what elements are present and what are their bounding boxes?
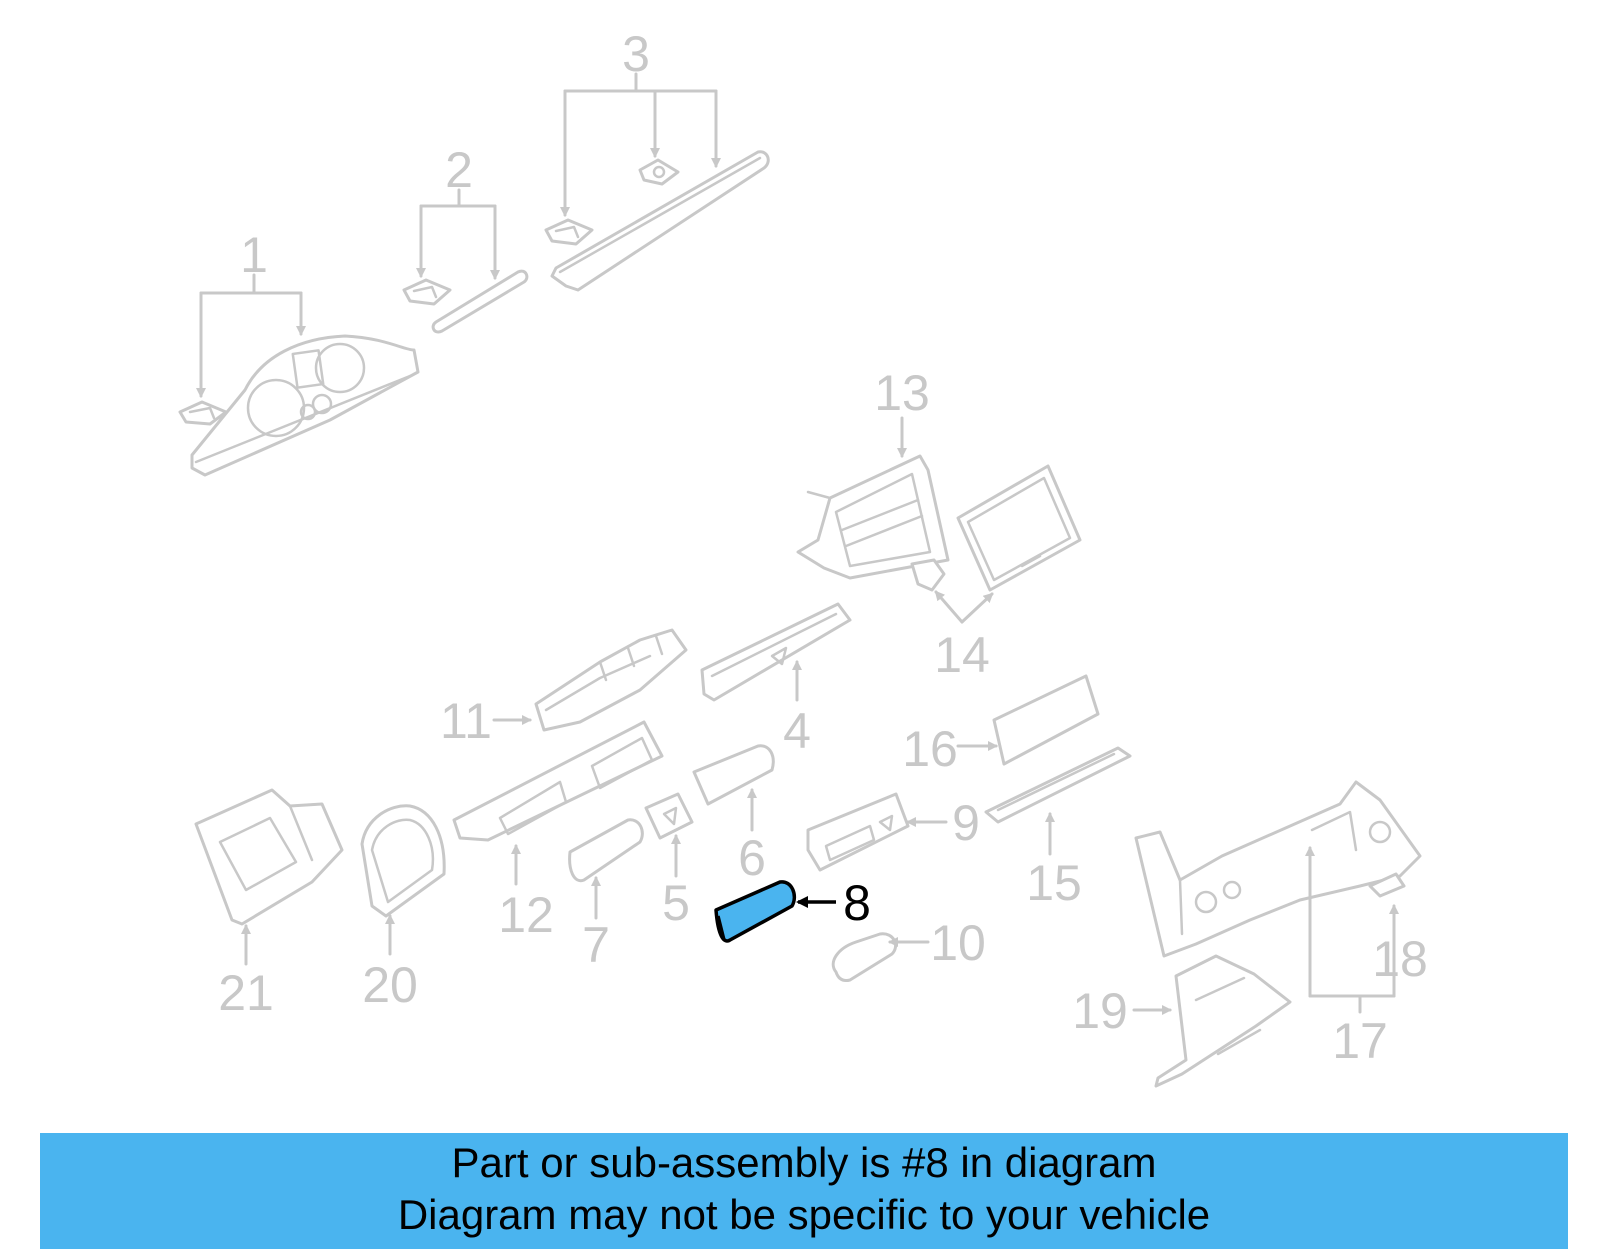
part-12-console-trim [452, 720, 664, 842]
callout-1-leader [196, 273, 306, 398]
callout-label-10: 10 [930, 915, 986, 971]
info-banner: Part or sub-assembly is #8 in diagram Di… [40, 1133, 1568, 1249]
part-17-lower-dash [1134, 780, 1422, 958]
callout-label-1: 1 [240, 227, 268, 283]
callout-label-21: 21 [218, 965, 274, 1021]
part-13-vent-housing [796, 454, 950, 580]
part-2-trim-strip [402, 269, 529, 334]
callout-label-12: 12 [498, 887, 554, 943]
callout-label-4: 4 [783, 703, 811, 759]
callout-label-5: 5 [662, 875, 690, 931]
part-8-highlighted [714, 880, 797, 943]
callout-label-18: 18 [1372, 931, 1428, 987]
parts-diagram: 1 2 3 4 5 6 7 8 9 10 11 12 13 14 15 16 1… [178, 26, 1428, 1088]
part-5-hazard-switch [644, 792, 694, 840]
part-16-panel [992, 674, 1100, 766]
callout-label-11: 11 [440, 693, 492, 749]
callout-14-leader [934, 590, 994, 624]
part-11-bracket [534, 628, 688, 732]
callout-label-8: 8 [843, 875, 871, 931]
callout-label-19: 19 [1072, 983, 1128, 1039]
part-9-switch-bezel [806, 792, 910, 872]
part-6-cover [692, 744, 775, 806]
part-19-glove-box [1154, 954, 1292, 1088]
banner-line-disclaimer: Diagram may not be specific to your vehi… [397, 1191, 1211, 1238]
callout-label-16: 16 [902, 721, 958, 777]
part-18-bracket [1368, 872, 1406, 898]
banner-line-part: Part or sub-assembly is #8 in diagram [451, 1139, 1157, 1186]
callout-label-9: 9 [952, 795, 980, 851]
callout-label-6: 6 [738, 830, 766, 886]
callout-label-3: 3 [622, 26, 650, 82]
callout-17-leader [1305, 846, 1399, 1014]
callout-2-leader [416, 188, 500, 280]
callout-label-17: 17 [1332, 1013, 1388, 1069]
part-14-display-screen [910, 464, 1082, 592]
part-10-oval-button [831, 932, 897, 982]
part-21-side-panel [194, 788, 344, 926]
callout-label-2: 2 [445, 142, 473, 198]
part-20-shift-bezel [360, 804, 446, 918]
callout-label-14: 14 [934, 627, 990, 683]
part-4-switch-panel [700, 602, 852, 702]
callout-label-7: 7 [582, 917, 610, 973]
part-7-trim-cover [568, 818, 644, 883]
part-3-long-trim [544, 150, 770, 292]
callout-3-leader [560, 72, 721, 217]
part-15-flat-cover [984, 746, 1132, 824]
callout-label-15: 15 [1026, 855, 1082, 911]
callout-label-13: 13 [874, 365, 930, 421]
callout-label-20: 20 [362, 957, 418, 1013]
part-1-cluster-bezel [178, 334, 420, 477]
